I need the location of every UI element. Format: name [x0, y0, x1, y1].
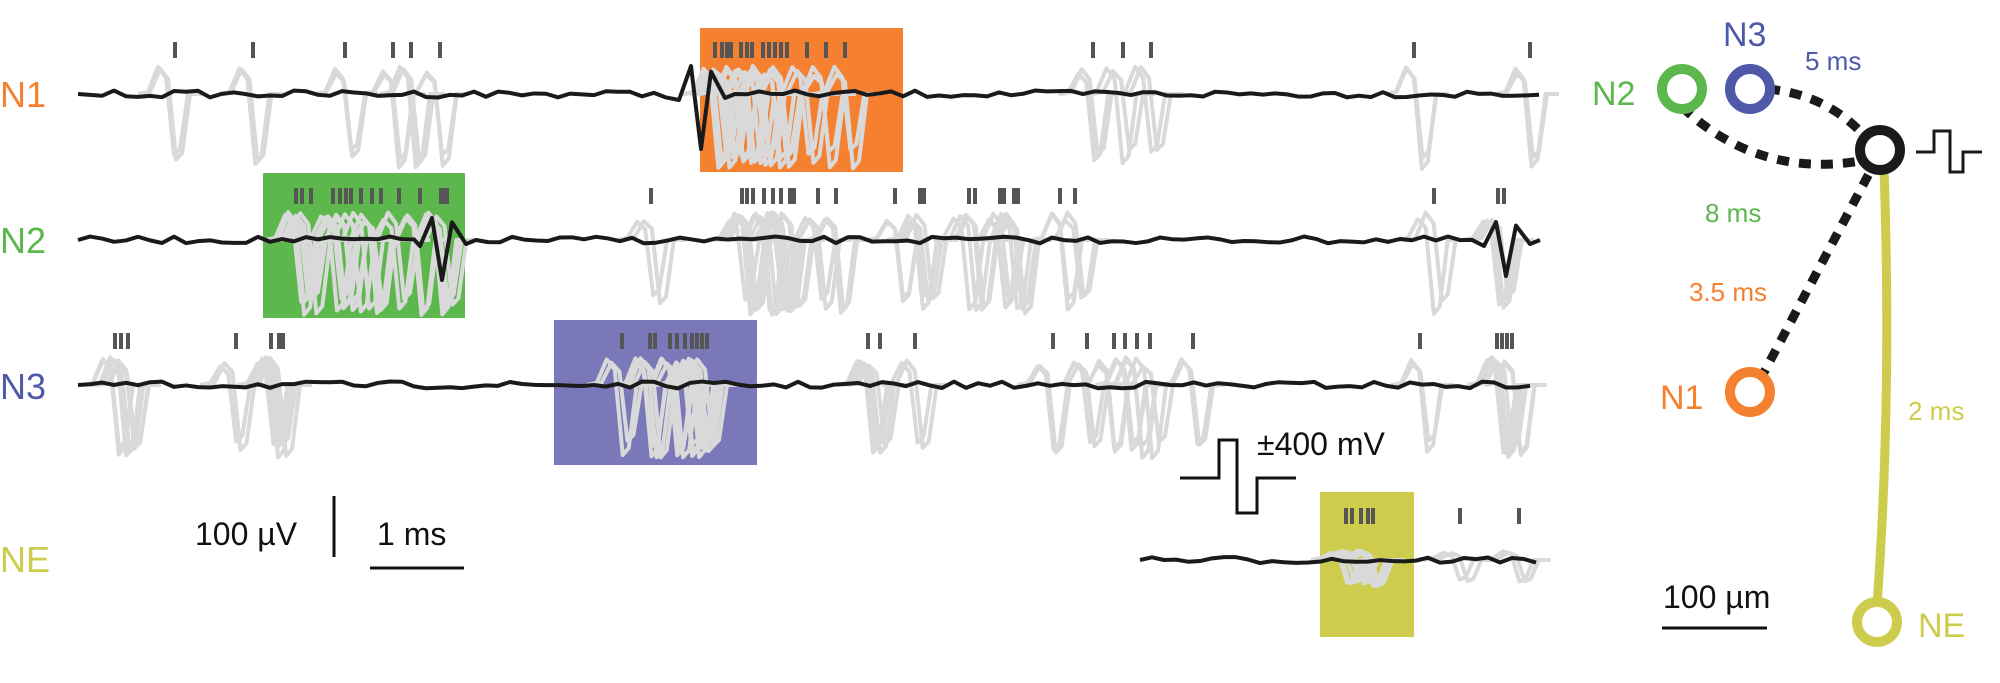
overlaid-spike-traces — [82, 64, 1559, 589]
edge-n3-stim — [1767, 84, 1872, 143]
mean-trace-n1 — [77, 64, 1540, 151]
node-n1 — [1725, 367, 1775, 417]
node-label-n3: N3 — [1723, 16, 1766, 54]
distance-scale-label: 100 µm — [1663, 579, 1770, 615]
latency-label-n2: 8 ms — [1705, 198, 1761, 228]
latency-label-n1: 3.5 ms — [1689, 277, 1767, 307]
node-label-n1: N1 — [1660, 379, 1703, 417]
node-n2 — [1657, 64, 1707, 114]
stimulus-amplitude-label: ±400 mV — [1257, 426, 1386, 462]
network-diagram: N2 N3 N1 NE 5 ms 8 ms 3.5 ms 2 ms 100 µm — [1592, 16, 1982, 647]
node-stim-electrode — [1855, 125, 1905, 175]
stimulus-pulse-icon — [1916, 129, 1982, 174]
node-label-n2: N2 — [1592, 75, 1635, 113]
voltage-scale-label: 100 µV — [195, 516, 298, 552]
spike-raster-ticks — [113, 42, 1532, 524]
stimulus-waveform-legend: ±400 mV — [1180, 426, 1386, 515]
mean-trace-n2 — [77, 216, 1541, 282]
node-ne — [1852, 597, 1902, 647]
node-n3 — [1725, 64, 1775, 114]
latency-label-ne: 2 ms — [1908, 396, 1964, 426]
latency-label-n3: 5 ms — [1805, 46, 1861, 76]
mean-trace-ne — [1139, 555, 1537, 566]
time-scale-label: 1 ms — [377, 516, 446, 552]
edge-stim-ne — [1872, 167, 1892, 606]
row-label-n1: N1 — [0, 74, 46, 115]
edge-n2-stim — [1678, 103, 1867, 169]
row-label-n2: N2 — [0, 220, 46, 261]
mean-traces — [77, 64, 1541, 566]
mean-trace-n3 — [77, 379, 1531, 391]
voltage-scale-bar: 100 µV — [195, 496, 336, 557]
node-label-ne: NE — [1918, 607, 1965, 645]
time-scale-bar: 1 ms — [370, 516, 464, 570]
edge-n1-stim — [1756, 165, 1876, 383]
row-label-ne: NE — [0, 539, 50, 580]
row-label-n3: N3 — [0, 366, 46, 407]
